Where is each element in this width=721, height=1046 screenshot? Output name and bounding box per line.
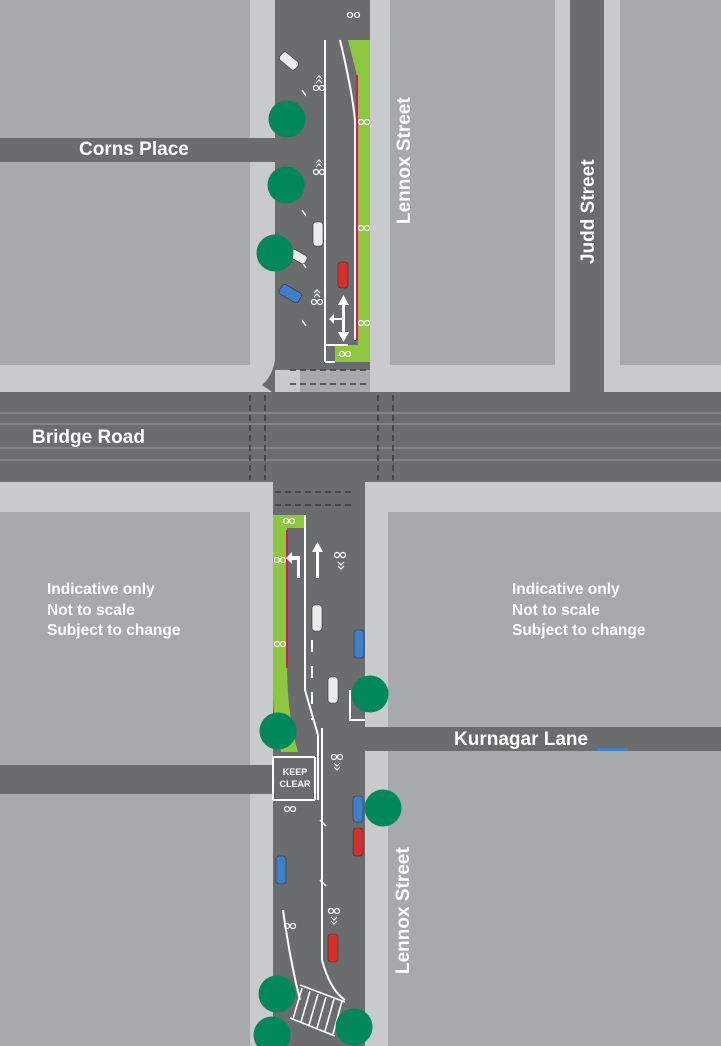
- disclaimer-left: Indicative only Not to scale Subject to …: [47, 580, 181, 642]
- car-blue: [275, 855, 287, 885]
- car-blue: [352, 795, 364, 823]
- disclaimer-line: Subject to change: [47, 622, 181, 639]
- parking-bays: [289, 984, 346, 1037]
- disclaimer-line: Not to scale: [47, 601, 135, 619]
- car-red: [352, 827, 364, 857]
- street-label-bridge-road: Bridge Road: [32, 427, 145, 448]
- car-white: [311, 604, 323, 632]
- lane-markings: [272, 40, 365, 1001]
- car-blue: [353, 629, 365, 659]
- north-bike-lane: [335, 39, 370, 362]
- car-white: [279, 51, 299, 71]
- keep-clear-line: CLEAR: [279, 779, 311, 789]
- crosswalk-lines: [249, 369, 394, 506]
- car-icon: [275, 51, 365, 963]
- street-label-judd-street: Judd Street: [578, 159, 599, 264]
- disclaimer-line: Subject to change: [512, 622, 646, 639]
- side-ticks: [301, 89, 327, 887]
- bridge-road-road: [0, 392, 721, 482]
- west-lane-road: [0, 765, 275, 794]
- judd-street-road: [570, 0, 604, 394]
- disclaimer-right: Indicative only Not to scale Subject to …: [512, 580, 646, 642]
- street-label-corns-place: Corns Place: [79, 139, 189, 160]
- tree-icon: [253, 100, 402, 1046]
- turn-arrow-icon: [286, 295, 349, 578]
- disclaimer-line: Indicative only: [47, 581, 155, 598]
- car-red: [337, 261, 349, 289]
- street-label-kurnagar-lane: Kurnagar Lane: [454, 729, 589, 750]
- street-label-lennox-street-north: Lennox Street: [394, 97, 415, 224]
- keep-clear-marking: KEEP CLEAR: [276, 766, 314, 790]
- chevron-icon: [313, 75, 345, 925]
- disclaimer-line: Indicative only: [512, 581, 620, 598]
- keep-clear-line: KEEP: [282, 767, 308, 777]
- car-red: [327, 933, 339, 963]
- street-label-lennox-street-south: Lennox Street: [393, 847, 414, 974]
- car-blue: [278, 284, 302, 304]
- south-bike-lane: [273, 515, 305, 752]
- car-white: [327, 676, 339, 704]
- car-white: [312, 221, 324, 247]
- kurnagar-lane-road: [365, 727, 721, 751]
- bicycle-icon: [273, 11, 371, 930]
- lane-sign: [598, 748, 628, 751]
- bridge-road-markings: [0, 412, 721, 461]
- disclaimer-line: Not to scale: [512, 601, 600, 619]
- corns-place-road: [0, 138, 280, 162]
